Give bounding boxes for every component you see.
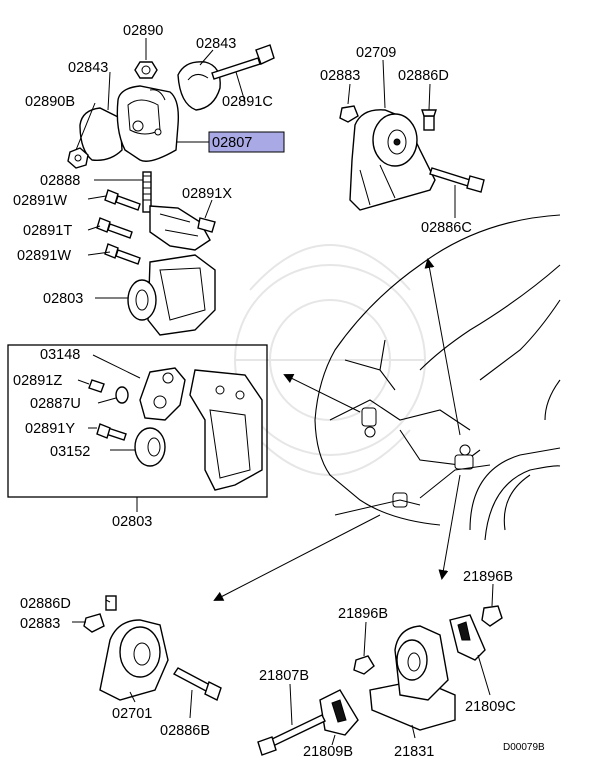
arrows [213,258,461,601]
top-right-mount-assembly [339,59,485,218]
top-left-mount-assembly [67,38,275,336]
label-21831: 21831 [394,744,434,760]
label-02891c: 02891C [222,94,273,110]
label-21809c: 21809C [465,699,516,715]
label-02883-bottom: 02883 [20,616,60,632]
label-02890b: 02890B [25,94,75,110]
label-02888: 02888 [40,173,80,189]
label-02883-top: 02883 [320,68,360,84]
part-labels: 02890 02843 02843 02890B 02891C 02807 02… [13,23,545,760]
label-21896b-right: 21896B [463,569,513,585]
label-02803-top: 02803 [43,291,83,307]
label-02886b: 02886B [160,723,210,739]
label-02891x: 02891X [182,186,232,202]
label-02701: 02701 [112,706,152,722]
label-02887u: 02887U [30,396,81,412]
label-02891w-top: 02891W [13,193,67,209]
label-02891y: 02891Y [25,421,75,437]
label-21896b-left: 21896B [338,606,388,622]
label-02843-right: 02843 [196,36,236,52]
label-02807: 02807 [212,135,252,151]
label-02891w-bottom: 02891W [17,248,71,264]
label-02843-left: 02843 [68,60,108,76]
label-03148: 03148 [40,347,80,363]
car-body-outline [314,214,561,541]
leaders-top-left [75,49,246,299]
label-02709: 02709 [356,45,396,61]
inset-parts [77,354,263,512]
installed-mounts [334,407,491,516]
label-02886d-bottom: 02886D [20,596,71,612]
label-02891t: 02891T [23,223,72,239]
label-02886d-top: 02886D [398,68,449,84]
label-02891z: 02891Z [13,373,62,389]
diagram-code: D00079B [503,742,545,753]
label-21807b: 21807B [259,668,309,684]
bottom-right-mount-assembly [257,583,503,756]
label-02890: 02890 [123,23,163,39]
label-02886c: 02886C [421,220,472,236]
label-21809b: 21809B [303,744,353,760]
label-02803-inset: 02803 [112,514,152,530]
label-03152: 03152 [50,444,90,460]
bottom-left-mount-assembly [72,595,222,719]
